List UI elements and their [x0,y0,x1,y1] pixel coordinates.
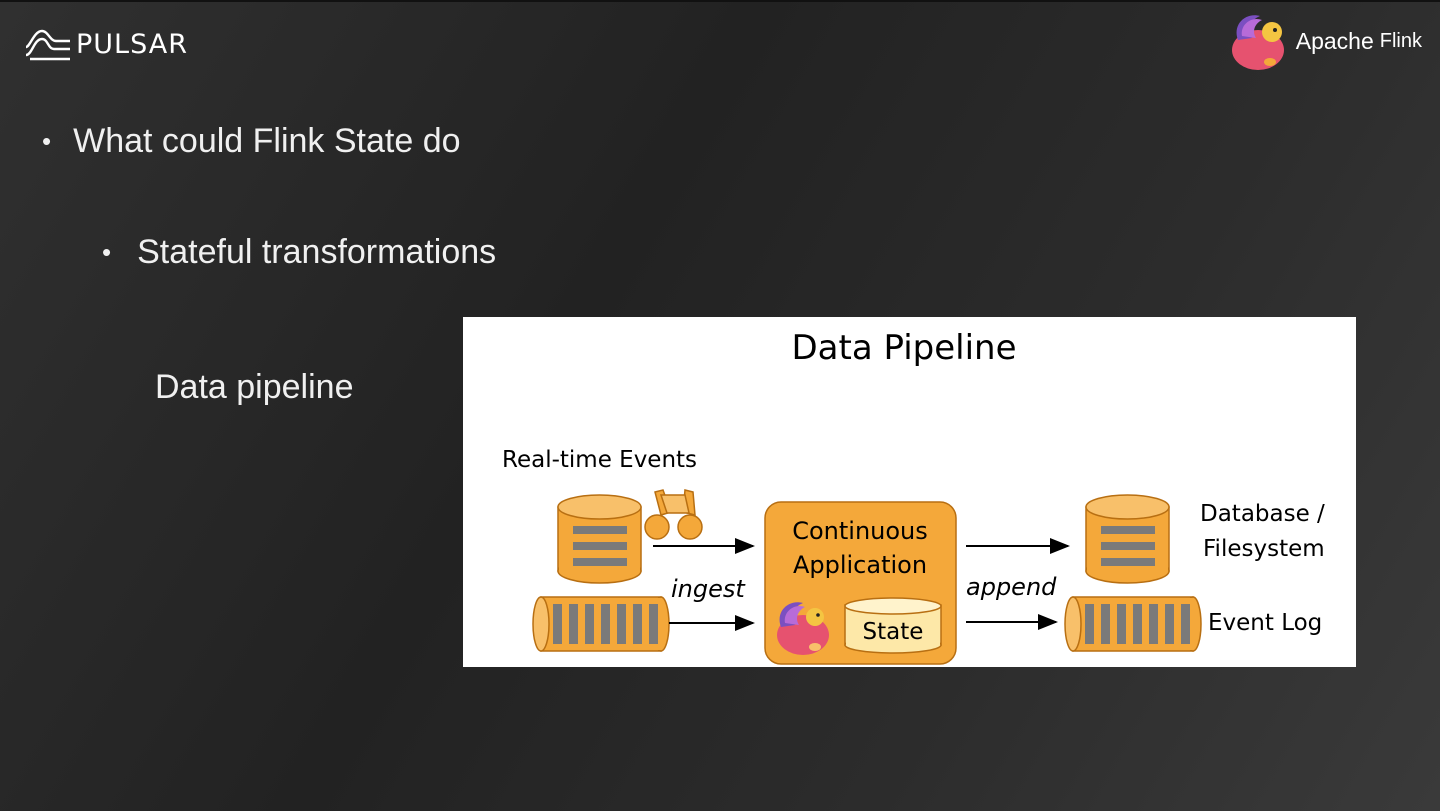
data-pipeline-diagram: Data Pipeline Real-time Events [463,317,1356,667]
bullet-dot-icon: • [42,126,52,156]
bullet-2-text: Stateful transformations [137,233,497,271]
data-pipeline-text: Data pipeline [155,368,354,406]
bullet-level-2: • Stateful transformations [102,233,496,272]
state-label: State [863,619,924,645]
pulsar-wordmark: PULSAR [76,28,188,60]
db-label-line1: Database / [1200,501,1325,527]
sink-event-log-icon [1064,596,1202,652]
ingest-label: ingest [671,575,746,603]
flink-squirrel-icon [1231,15,1284,70]
flink-logo-flink: Flink [1379,29,1422,52]
app-label-line2: Application [793,551,927,579]
source-event-log-icon [532,596,670,652]
bullet-dot-icon: • [102,237,112,267]
bullet-1-text: What could Flink State do [73,122,461,160]
bullet-level-1: • What could Flink State do [42,122,461,161]
flink-logo-apache: Apache [1295,27,1374,54]
append-label: append [966,573,1057,601]
apache-flink-logo: Apache Flink [1228,10,1422,72]
diagram-canvas: Data Pipeline Real-time Events [502,328,1325,665]
source-database-icon [557,494,642,584]
db-label-line2: Filesystem [1203,536,1325,562]
diagram-title: Data Pipeline [791,328,1016,368]
pulsar-wave-icon [25,29,70,61]
realtime-events-label: Real-time Events [502,447,697,473]
state-store-icon: State [844,597,942,654]
flink-squirrel-small-icon [777,602,829,655]
sink-database-icon [1085,494,1170,584]
pulsar-logo: PULSAR [24,24,188,64]
top-border [0,0,1440,2]
app-label-line1: Continuous [792,517,928,545]
event-log-label: Event Log [1208,610,1322,636]
binoculars-icon [644,489,703,540]
continuous-application-box: Continuous Application State [764,501,957,665]
